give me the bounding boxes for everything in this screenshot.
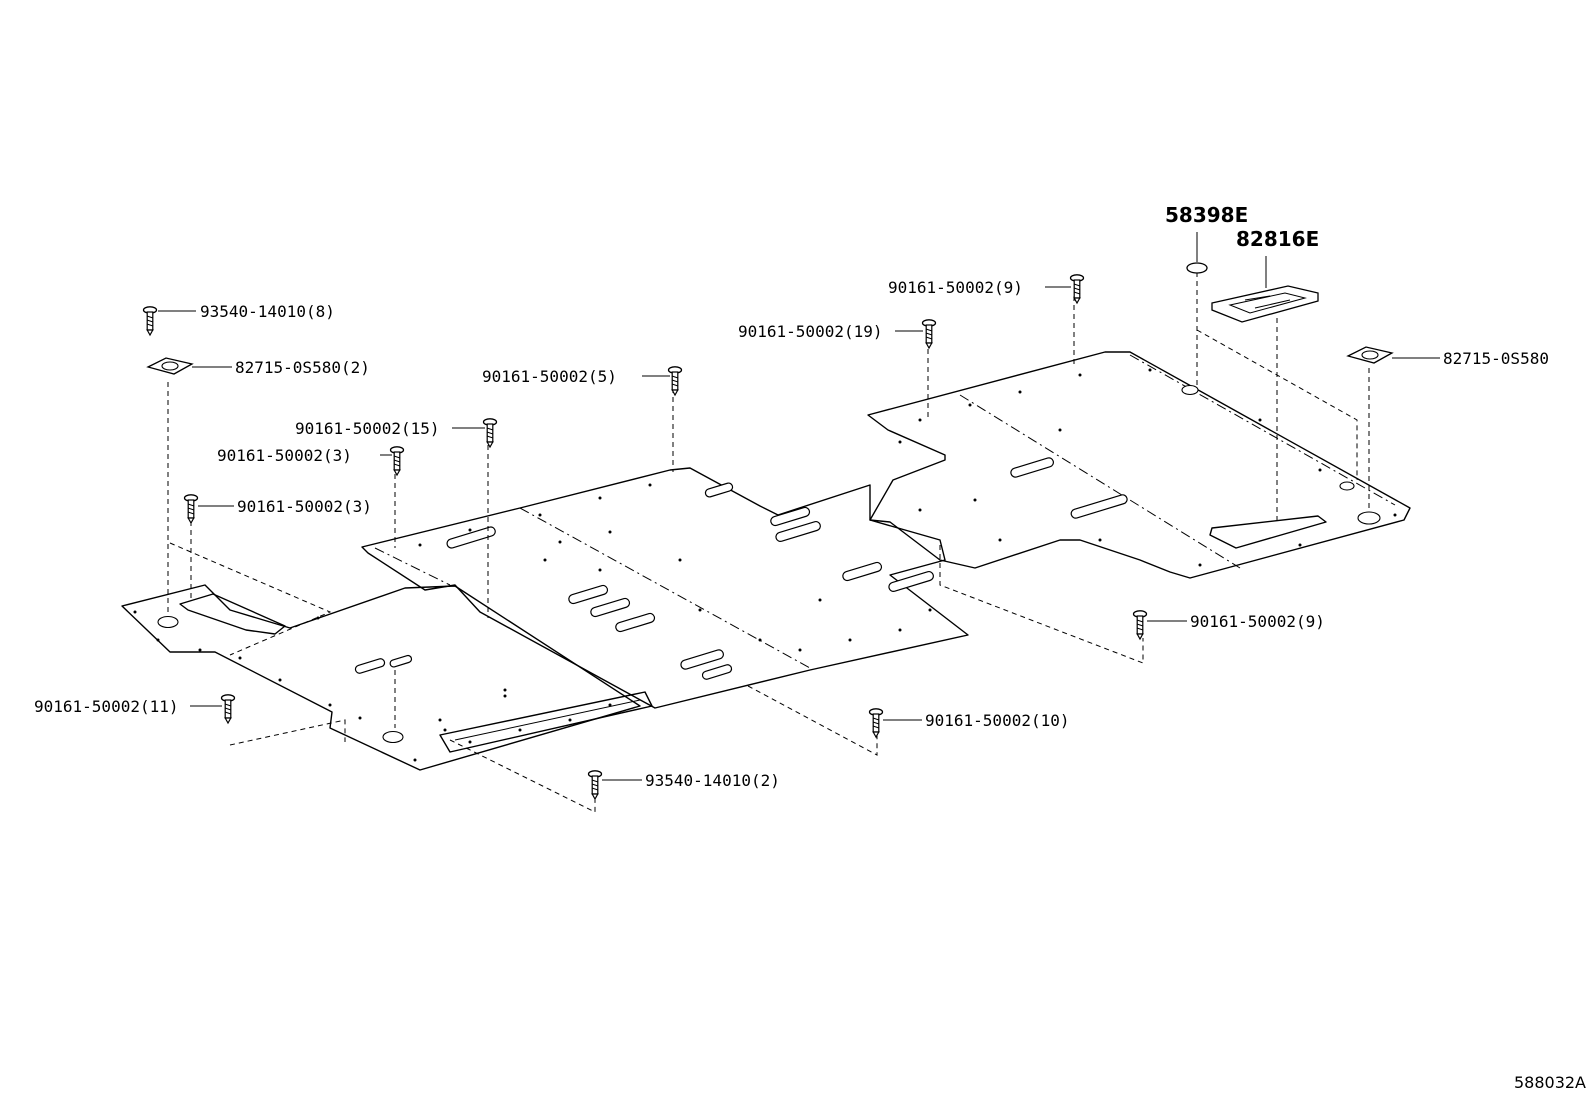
part-label-90161-50002-15: 90161-50002(15) (295, 419, 440, 438)
rear-floor-panel (867, 351, 1411, 579)
plug-icon (1186, 232, 1208, 274)
screw-icon (587, 770, 603, 800)
part-label-82715-0s580-2: 82715-0S580(2) (235, 358, 370, 377)
part-label-90161-50002-10: 90161-50002(10) (925, 711, 1070, 730)
fasteners (142, 232, 1393, 800)
part-label-90161-50002-11: 90161-50002(11) (34, 697, 179, 716)
part-label-90161-50002-3-lower: 90161-50002(3) (237, 497, 372, 516)
part-label-90161-50002-3-upper: 90161-50002(3) (217, 446, 352, 465)
part-labels: 93540-14010(8) 82715-0S580(2) 90161-5000… (34, 203, 1549, 790)
diagram-reference-number: 588032A (1514, 1073, 1586, 1092)
part-label-90161-50002-9-upper: 90161-50002(9) (888, 278, 1023, 297)
screw-icon (220, 694, 236, 724)
retainer-washer-icon (1347, 346, 1393, 364)
part-label-93540-14010-8: 93540-14010(8) (200, 302, 335, 321)
retainer-washer-icon (147, 357, 193, 375)
screw-icon (868, 708, 884, 738)
part-label-82715-0s580: 82715-0S580 (1443, 349, 1549, 368)
part-label-90161-50002-5: 90161-50002(5) (482, 367, 617, 386)
screw-icon (142, 306, 158, 336)
assembly-lines (167, 272, 1370, 813)
front-floor-panel (121, 584, 653, 771)
screw-icon (921, 319, 937, 349)
center-panel-slots (446, 482, 934, 680)
screw-icon (183, 494, 199, 524)
access-cover-icon (1211, 256, 1319, 323)
screw-icon (1132, 610, 1148, 640)
screw-icon (482, 418, 498, 448)
center-floor-panel (361, 467, 969, 709)
part-label-93540-14010-2: 93540-14010(2) (645, 771, 780, 790)
screw-icon (1069, 274, 1085, 304)
screw-icon (389, 446, 405, 476)
part-label-58398e: 58398E (1165, 203, 1248, 227)
screw-icon (667, 366, 683, 396)
leader-lines (158, 286, 1440, 781)
part-label-90161-50002-19: 90161-50002(19) (738, 322, 883, 341)
part-label-82816e: 82816E (1236, 227, 1319, 251)
rear-panel-slots (1010, 457, 1128, 519)
part-label-90161-50002-9-lower: 90161-50002(9) (1190, 612, 1325, 631)
